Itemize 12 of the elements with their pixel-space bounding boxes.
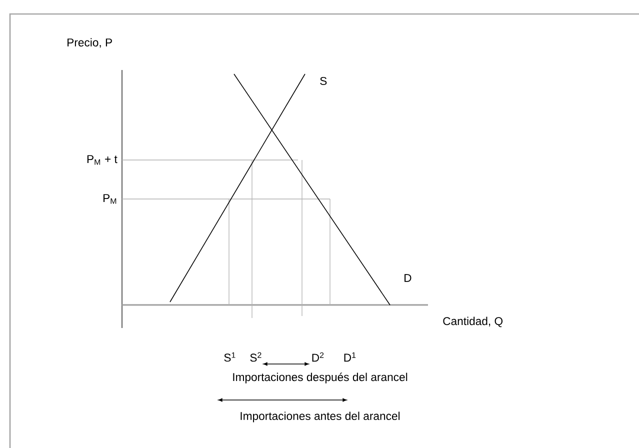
- quantity-label: D$^{1}$: [344, 352, 356, 362]
- price-label: P$_{M}$: [104, 194, 116, 204]
- curve-label: S: [320, 76, 327, 85]
- price-label: P$_{M}$ + t: [87, 155, 118, 165]
- curve-label: D: [404, 274, 412, 282]
- quantity-label: D$^{2}$: [312, 352, 324, 362]
- axis-label: Cantidad, Q: [443, 316, 503, 328]
- quantity-label: S$^{1}$: [224, 352, 236, 362]
- quantity-label: S$^{2}$: [250, 352, 262, 362]
- note-text: Importaciones después del arancel: [233, 372, 408, 384]
- note-text: Importaciones antes del arancel: [240, 412, 400, 422]
- axis-label: Precio, P: [68, 38, 112, 48]
